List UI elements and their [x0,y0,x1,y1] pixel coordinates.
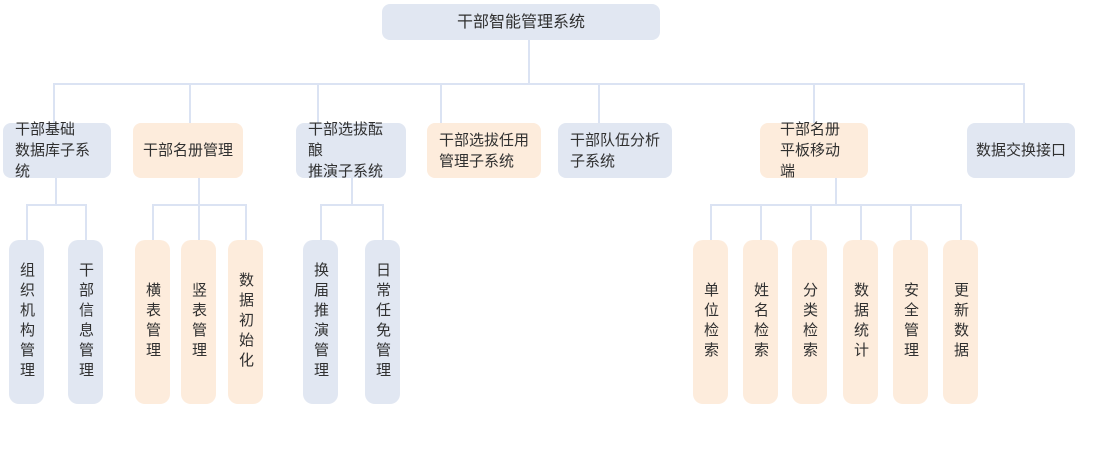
connector-line [26,204,28,240]
node-cadre-team-analysis-subsystem: 干部队伍分析 子系统 [558,123,672,178]
node-label: 干部信息管理 [77,262,94,382]
connector-line [198,178,200,206]
connector-line [528,40,530,84]
node-label: 干部选拔任用 管理子系统 [439,131,530,170]
connector-line [26,204,87,206]
node-security-management: 安全管理 [893,240,928,404]
connector-line [85,204,87,240]
node-label: 干部智能管理系统 [456,13,585,31]
node-label: 数据交换接口 [975,142,1066,159]
connector-line [1023,83,1025,123]
connector-line [835,178,837,206]
node-label: 姓名检索 [752,282,769,362]
node-name-search: 姓名检索 [743,240,778,404]
connector-line [710,204,712,240]
connector-line [810,204,812,240]
node-label: 单位检索 [702,282,719,362]
connector-line [55,178,57,206]
node-category-search: 分类检索 [792,240,827,404]
node-label: 干部队伍分析 子系统 [570,131,661,170]
node-label: 干部名册 平板移动端 [780,121,841,180]
connector-line [189,83,191,123]
node-label: 安全管理 [902,282,919,362]
connector-line [760,204,762,240]
node-label: 分类检索 [801,282,818,362]
node-cadre-info-management: 干部信息管理 [68,240,103,404]
node-cadre-roster-tablet-mobile: 干部名册 平板移动端 [760,121,868,180]
connector-line [320,204,322,240]
node-cadre-roster-management: 干部名册管理 [133,123,243,178]
connector-line [860,204,862,240]
node-data-exchange-interface: 数据交换接口 [967,123,1075,178]
connector-line [152,204,154,240]
node-label: 更新数据 [952,282,969,362]
node-org-structure-management: 组织机构管理 [9,240,44,404]
connector-line [245,204,247,240]
connector-line [813,83,815,123]
node-label: 竖表管理 [190,282,207,362]
connector-line [53,83,55,123]
node-root-cadre-intelligent-management-system: 干部智能管理系统 [382,4,660,40]
node-label: 数据统计 [852,282,869,362]
node-update-data: 更新数据 [943,240,978,404]
connector-line [910,204,912,240]
connector-line [440,83,442,123]
connector-line [351,178,353,206]
node-term-change-simulation-management: 换届推演管理 [303,240,338,404]
node-label: 干部名册管理 [142,142,233,159]
connector-line [710,204,962,206]
node-selection-appointment-management-subsystem: 干部选拔任用 管理子系统 [427,123,541,178]
node-data-statistics: 数据统计 [843,240,878,404]
node-label: 组织机构管理 [18,262,35,382]
node-label: 干部选拔酝酿 推演子系统 [308,121,384,180]
node-data-initialization: 数据初始化 [228,240,263,404]
connector-line [320,204,384,206]
connector-line [317,83,319,123]
node-label: 日常任免管理 [374,262,391,382]
node-label: 横表管理 [144,282,161,362]
node-label: 数据初始化 [237,272,254,372]
node-selection-deliberation-simulation-subsystem: 干部选拔酝酿 推演子系统 [296,121,406,180]
connector-line [53,83,1025,85]
node-unit-search: 单位检索 [693,240,728,404]
node-label: 干部基础 数据库子系统 [15,121,91,180]
connector-line [960,204,962,240]
connector-line [382,204,384,240]
node-daily-appointment-removal-management: 日常任免管理 [365,240,400,404]
node-label: 换届推演管理 [312,262,329,382]
connector-line [598,83,600,123]
connector-line [198,204,200,240]
node-horizontal-table-management: 横表管理 [135,240,170,404]
node-vertical-table-management: 竖表管理 [181,240,216,404]
node-cadre-basic-database-subsystem: 干部基础 数据库子系统 [3,121,111,180]
